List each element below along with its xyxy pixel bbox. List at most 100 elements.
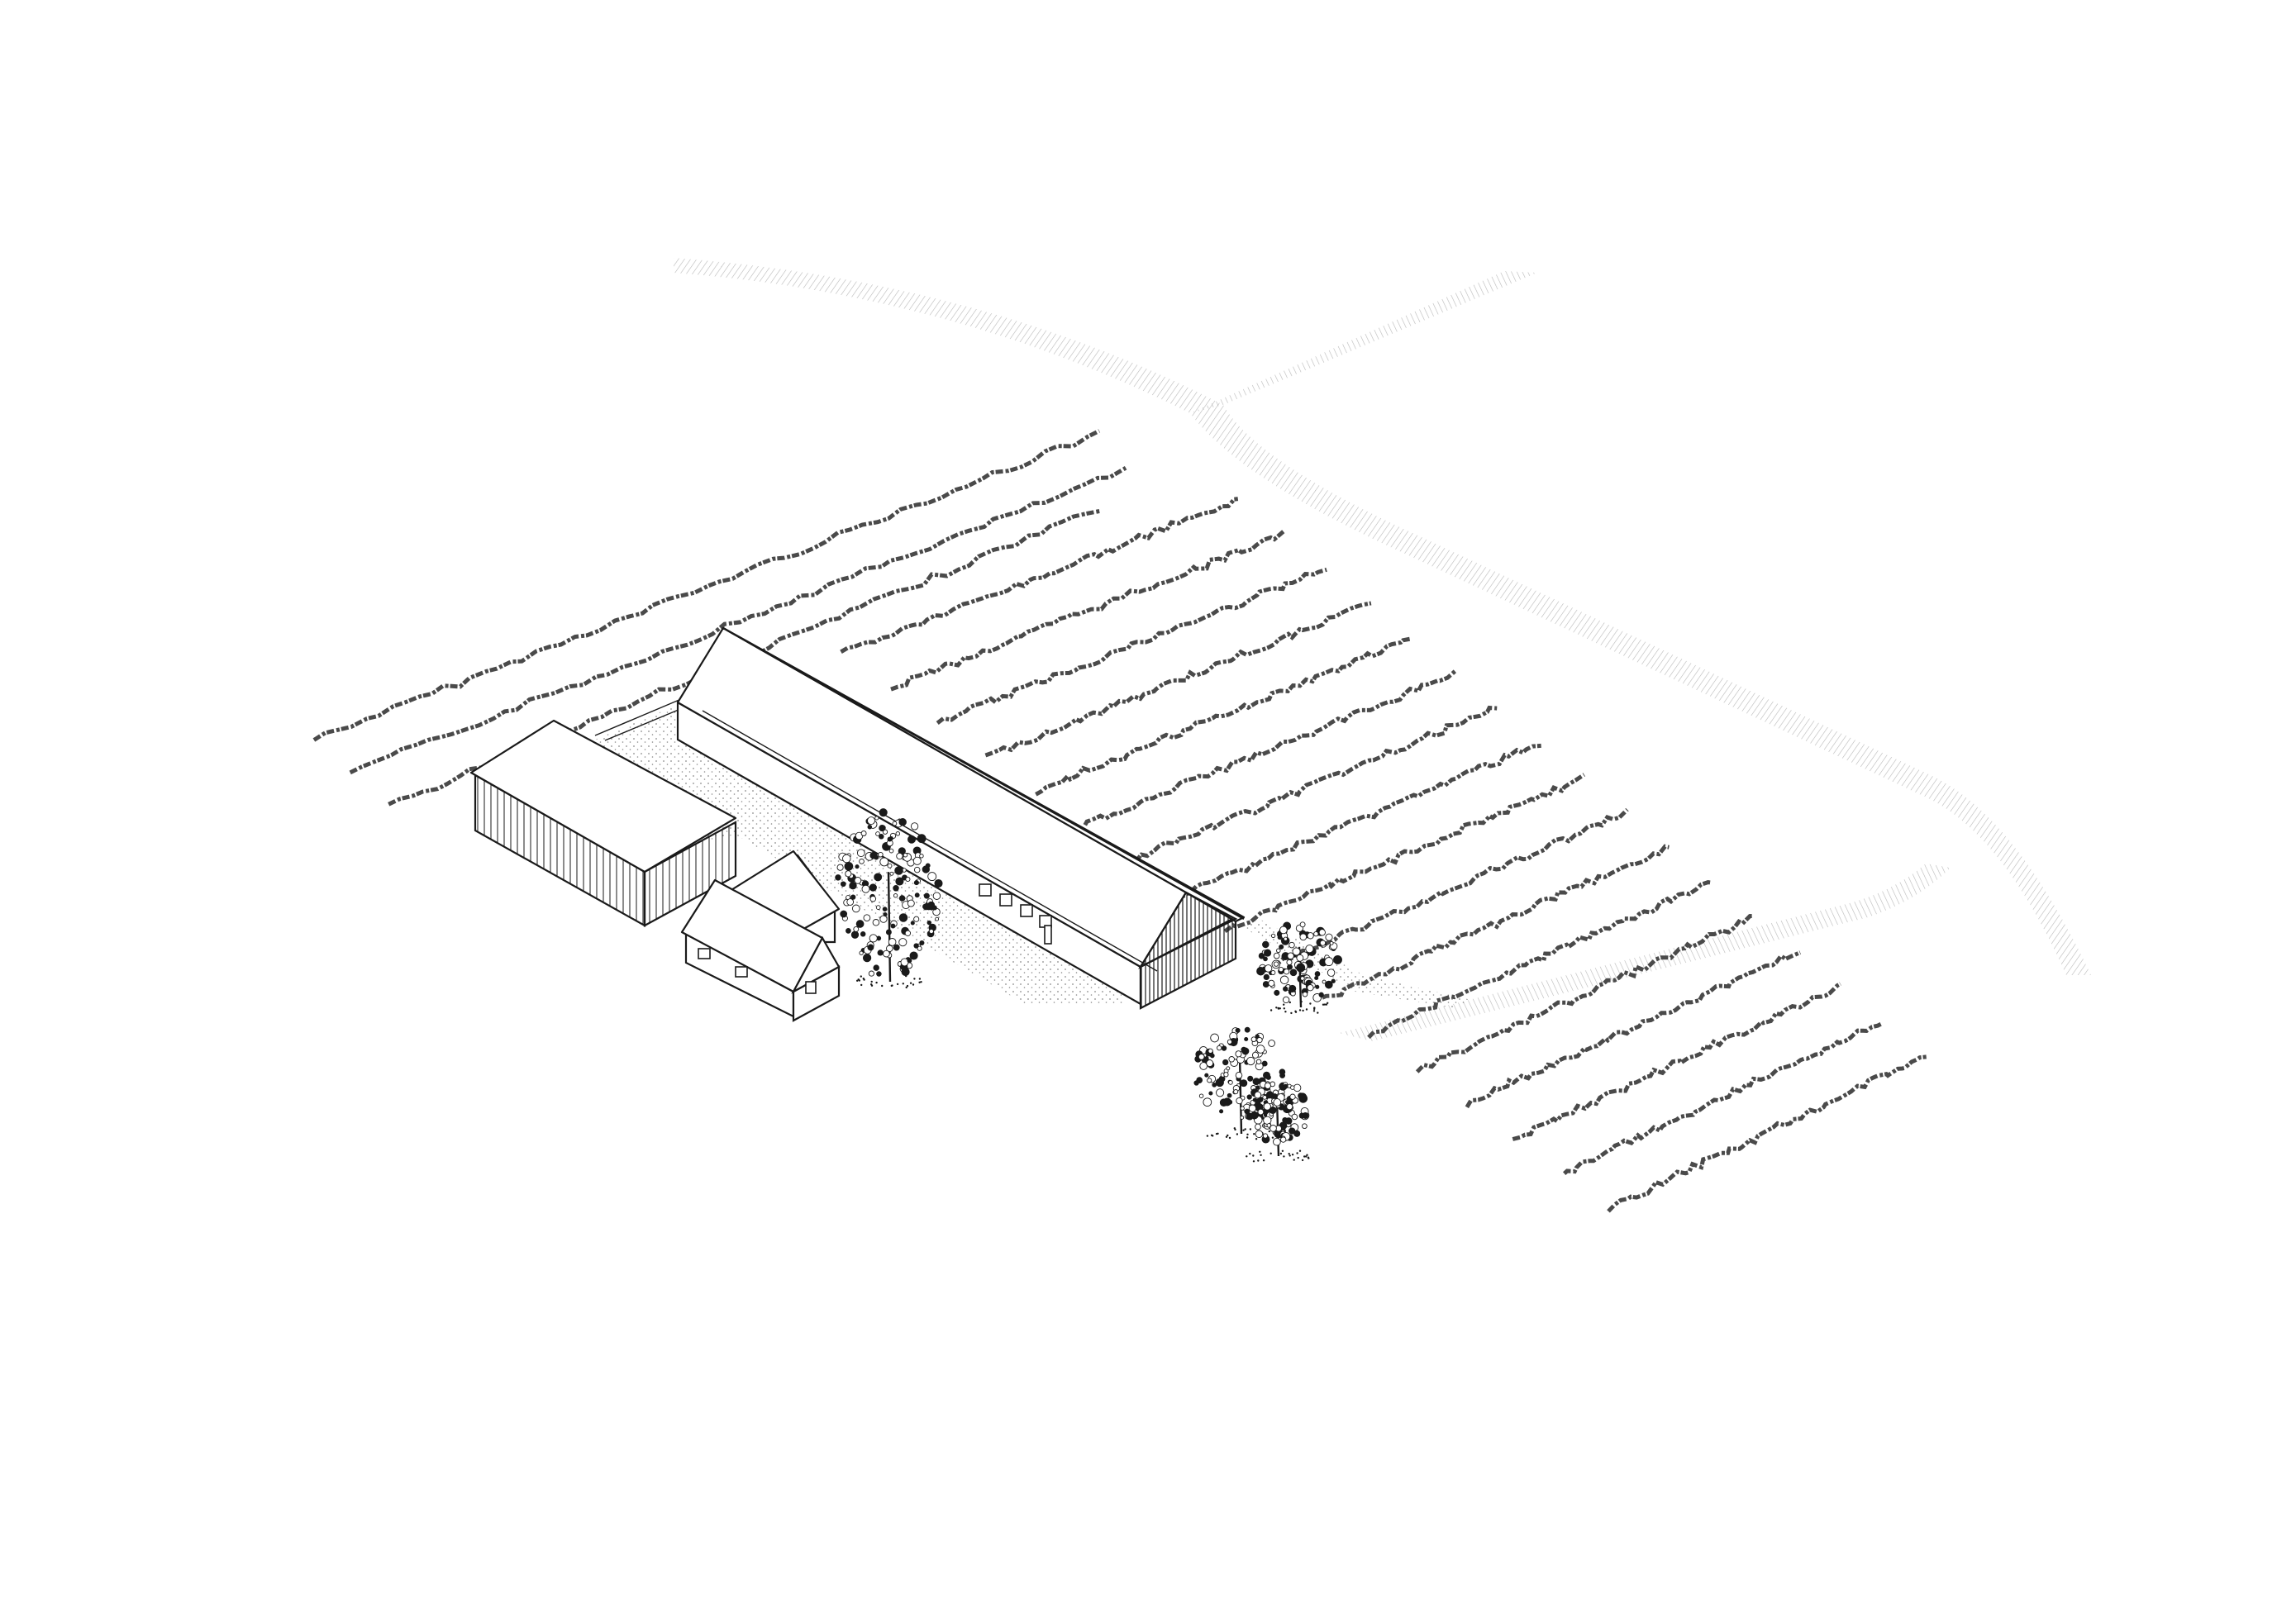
tree-leaf-cluster [1279, 926, 1288, 935]
tree-leaf-cluster [1222, 1059, 1229, 1066]
tree-ground-speck [1293, 1159, 1295, 1161]
tree-ground-speck [918, 978, 922, 980]
tree-leaf-cluster [1319, 940, 1327, 946]
tree-leaf-cluster [1287, 964, 1293, 970]
tree-leaf-cluster [1262, 981, 1269, 988]
tree-leaf-cluster [1199, 1062, 1208, 1070]
tree-leaf-cluster [1216, 1088, 1225, 1097]
tree-ground-speck [1249, 1152, 1251, 1155]
tree-leaf-cluster [846, 928, 851, 934]
tree-leaf-cluster [935, 916, 940, 921]
trees [835, 808, 1342, 1163]
tree-leaf-cluster [1289, 969, 1298, 977]
tree-ground-speck [875, 981, 878, 984]
tree-leaf-cluster [1255, 1034, 1260, 1039]
tree-ground-speck [1301, 1159, 1304, 1162]
tree-ground-speck [1252, 1154, 1255, 1157]
tree-leaf-cluster [1283, 986, 1289, 992]
tree-ground-speck [1307, 1156, 1310, 1159]
vineyard-row [1512, 982, 1841, 1141]
tree-leaf-cluster [909, 951, 918, 960]
tree-ground-speck [1294, 1010, 1297, 1013]
tree-leaf-cluster [1250, 1036, 1257, 1043]
tree-leaf-cluster [1209, 1053, 1215, 1059]
tree-leaf-cluster [1210, 1033, 1219, 1043]
tree-leaf-cluster [1227, 1092, 1232, 1098]
tree-leaf-cluster [1196, 1077, 1203, 1083]
tree-leaf-cluster [1289, 984, 1297, 992]
tree-ground-speck [1313, 1007, 1316, 1009]
tree-ground-speck [1284, 1011, 1287, 1013]
vineyard-row [349, 466, 1127, 775]
tree-ground-speck [1246, 1136, 1249, 1139]
tree-leaf-cluster [1277, 935, 1283, 940]
tree-leaf-cluster [1293, 1130, 1301, 1137]
tree-ground-speck [1300, 1000, 1303, 1003]
tree-leaf-cluster [1248, 1104, 1257, 1112]
tree-leaf-cluster [1204, 1073, 1209, 1078]
tree-ground-speck [1225, 1135, 1228, 1139]
tree-ground-speck [913, 978, 916, 980]
tree-leaf-cluster [1246, 1056, 1255, 1066]
tree-leaf-cluster [1284, 1117, 1293, 1125]
vineyard-row [890, 530, 1285, 692]
tree-ground-speck [1262, 1159, 1265, 1162]
tree-ground-speck [1309, 1002, 1312, 1005]
tree-leaf-cluster [1198, 1054, 1205, 1060]
tree-leaf-cluster [1327, 969, 1336, 977]
tree-leaf-cluster [1228, 1056, 1235, 1063]
tree-ground-speck [1275, 1007, 1278, 1009]
tree-leaf-cluster [1279, 1069, 1286, 1076]
tree-ground-speck [1305, 1155, 1308, 1158]
tree-leaf-cluster [1228, 1080, 1233, 1085]
tree-leaf-cluster [1246, 1094, 1252, 1100]
tree-leaf-cluster [901, 968, 910, 977]
tree-ground-speck [1325, 1003, 1328, 1006]
tree-leaf-cluster [1279, 975, 1289, 985]
tree-leaf-cluster [853, 926, 860, 932]
tree-leaf-cluster [1226, 1066, 1231, 1071]
tree-leaf-cluster [883, 912, 888, 917]
tree-ground-speck [1253, 1133, 1255, 1135]
tree-leaf-cluster [900, 958, 909, 967]
tree-leaf-cluster [1297, 966, 1302, 972]
tree-leaf-cluster [1208, 1091, 1213, 1096]
tree-leaf-cluster [869, 895, 877, 902]
tree-ground-speck [1306, 1154, 1308, 1156]
tree-leaf-cluster [1236, 1097, 1243, 1105]
tree-leaf-cluster [896, 852, 903, 860]
tree-leaf-cluster [1290, 1085, 1295, 1090]
tree-leaf-cluster [1276, 948, 1281, 954]
tree-leaf-cluster [867, 944, 874, 951]
tree-leaf-cluster [890, 923, 896, 929]
tree-leaf-cluster [1264, 1082, 1271, 1089]
tree-ground-speck [1277, 1007, 1280, 1010]
long-barn [676, 626, 1246, 1010]
tree-ground-speck [1281, 1149, 1284, 1153]
tree-leaf-cluster [849, 882, 857, 890]
tree-leaf-cluster [1318, 929, 1326, 936]
tree-ground-speck [1296, 1152, 1298, 1154]
tree-leaf-cluster [1264, 964, 1273, 973]
tree-leaf-cluster [869, 883, 877, 892]
tree-leaf-cluster [886, 945, 893, 953]
farm-paths [674, 258, 2091, 1041]
tree-leaf-cluster [1269, 1107, 1277, 1114]
tree-leaf-cluster [873, 964, 879, 971]
tree-ground-speck [1289, 1001, 1292, 1004]
tree-leaf-cluster [1296, 954, 1304, 962]
tree-ground-speck [1246, 1155, 1248, 1158]
tree-leaf-cluster [1223, 1072, 1229, 1078]
tree-leaf-cluster [1271, 1093, 1278, 1100]
tree-ground-speck [1271, 1136, 1274, 1139]
tree-leaf-cluster [1333, 954, 1342, 964]
tree-leaf-cluster [850, 930, 860, 939]
tree-leaf-cluster [860, 931, 866, 937]
vineyard-row [1129, 705, 1498, 864]
tree-leaf-cluster [923, 892, 930, 899]
tree-leaf-cluster [840, 910, 848, 918]
tree-ground-speck [1228, 1136, 1231, 1140]
tree-leaf-cluster [879, 915, 888, 923]
tree-ground-speck [862, 978, 865, 980]
vineyard-row [936, 567, 1327, 725]
